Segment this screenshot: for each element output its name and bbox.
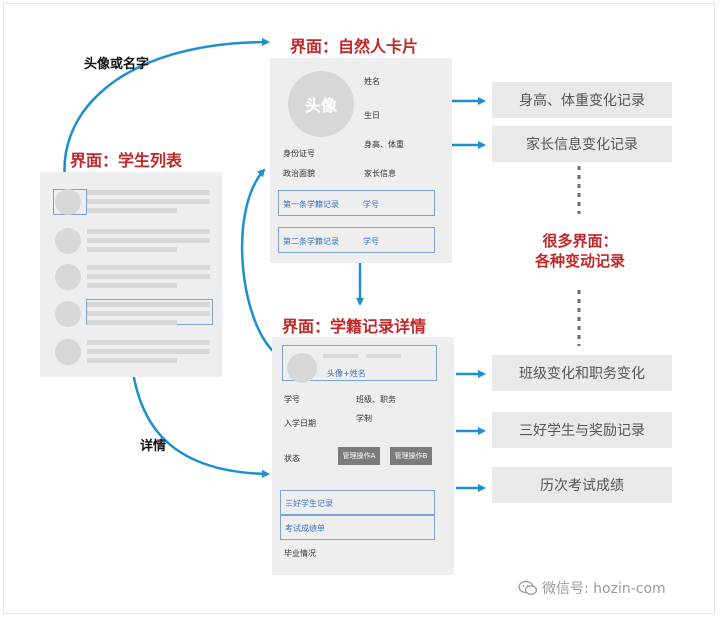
note-many-screens-line-1: 很多界面： [542,232,618,250]
list-line [87,340,210,345]
field-name: 姓名 [364,77,380,86]
note-merit-award-log: 三好学生与奖励记录 [492,412,672,448]
watermark: 微信号: hozin-com [518,578,666,598]
person-card-panel: 头像 姓名 生日 身高、体重 身份证号 政治面貌 家长信息 第一条学籍记录 学号… [270,58,452,263]
list-line [87,229,210,234]
detail-avatar [287,353,317,383]
op-a-button[interactable]: 管理操作A [338,447,380,465]
exam-sheet-label: 考试成绩单 [285,524,325,533]
list-line [87,274,210,279]
arrow-card-record-loop [240,168,275,353]
list-line [87,358,177,363]
note-many-screens: 很多界面： 各种变动记录 [500,231,660,271]
field-school-system: 学制 [356,414,372,423]
list-avatar [55,228,81,254]
note-height-weight-log: 身高、体重变化记录 [492,82,672,118]
note-parent-log: 家长信息变化记录 [492,126,672,162]
record-detail-panel: 头像+姓名 学号 班级、职务 入学日期 学制 状态 管理操作A 管理操作B 三好… [272,337,454,575]
list-line [87,320,177,325]
field-class-position: 班级、职务 [356,395,396,404]
avatar-name-label: 头像+姓名 [327,369,366,378]
record-2-label: 第二条学籍记录 [283,237,339,246]
watermark-text: 微信号: hozin-com [542,581,666,597]
field-status: 状态 [284,454,300,463]
field-height-weight: 身高、体重 [364,140,404,149]
field-enroll-date: 入学日期 [284,419,316,428]
list-line [87,208,177,213]
record-1-label: 第一条学籍记录 [283,200,339,209]
list-line [87,265,210,270]
field-id-number: 身份证号 [283,149,315,158]
list-avatar [55,189,81,215]
list-line [87,190,210,195]
outer-frame [3,3,715,614]
title-person-card: 界面：自然人卡片 [290,37,419,56]
note-many-screens-line-2: 各种变动记录 [534,252,625,270]
field-birthday: 生日 [364,111,380,120]
exam-sheet-row[interactable]: 考试成绩单 [280,515,435,540]
list-avatar [55,264,81,290]
school-record-2[interactable]: 第二条学籍记录 学号 [278,227,435,253]
list-line [87,283,177,288]
title-student-list: 界面：学生列表 [70,151,183,170]
link-label-detail: 详情 [140,439,167,454]
field-parent-info: 家长信息 [364,169,396,178]
merit-record-row[interactable]: 三好学生记录 [280,490,435,515]
list-line [87,349,210,354]
school-record-1[interactable]: 第一条学籍记录 学号 [278,190,435,216]
list-line [87,311,210,316]
list-line [87,199,210,204]
person-avatar: 头像 [288,71,354,137]
record-1-student-no: 学号 [363,200,379,209]
list-line [87,302,210,307]
field-student-no: 学号 [284,395,300,404]
detail-line [323,354,358,358]
record-2-student-no: 学号 [363,237,379,246]
detail-line [366,354,401,358]
field-graduation: 毕业情况 [284,549,316,558]
list-line [87,238,210,243]
note-class-position-log: 班级变化和职务变化 [492,355,672,391]
wechat-icon [518,580,538,595]
arrow-list-to-card [63,38,270,193]
note-exam-history: 历次考试成绩 [492,467,672,503]
list-avatar [55,301,81,327]
link-label-avatar-or-name: 头像或名字 [84,57,150,72]
op-b-button[interactable]: 管理操作B [390,447,432,465]
avatar-name-box[interactable]: 头像+姓名 [282,345,437,383]
student-list-panel [40,172,222,377]
title-record-detail: 界面：学籍记录详情 [282,317,427,336]
list-line [87,247,177,252]
list-avatar [55,339,81,365]
field-political-status: 政治面貌 [283,169,315,178]
merit-record-label: 三好学生记录 [285,499,333,508]
